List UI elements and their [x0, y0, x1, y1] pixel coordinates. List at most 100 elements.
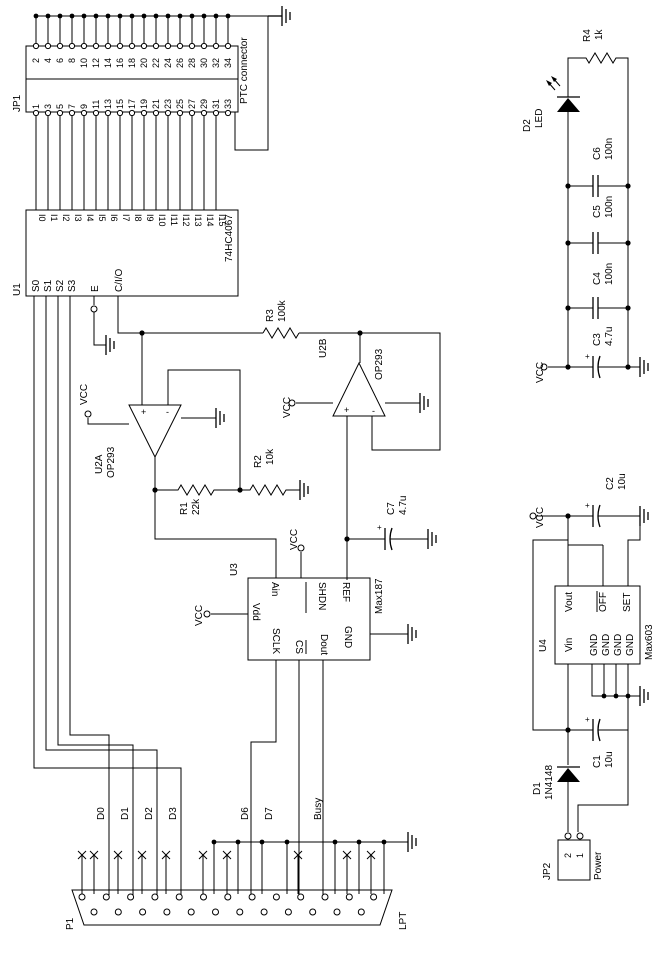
- jp1-pin-label-odd: 15: [115, 99, 125, 109]
- jp1-pin-odd: [92, 109, 100, 117]
- jp1-pin-label-even: 26: [175, 58, 185, 68]
- lpt-pin-top: [321, 893, 329, 901]
- u4-regulator: U4 Max603 Vout OFF SET Vin GND GND GND G…: [538, 585, 655, 665]
- r3-resistor: R3 100k: [262, 299, 441, 451]
- lpt-pin-bottom: [163, 908, 171, 916]
- u4-gnd-3: GND: [613, 634, 624, 656]
- jp1-ref: JP1: [12, 94, 23, 112]
- junction-dot: [613, 693, 619, 699]
- jp1-pin-odd: [164, 109, 172, 117]
- u1-input-label: I12: [181, 214, 191, 227]
- junction-dot: [284, 839, 290, 845]
- d1-value: 1N4148: [544, 765, 555, 800]
- u1-input-label: I3: [73, 214, 83, 222]
- u3-dout: Dout: [318, 634, 329, 655]
- junction-dot: [259, 839, 265, 845]
- c2-capacitor: + C2 10u: [537, 473, 640, 528]
- jp1-pin-label-odd: 29: [199, 99, 209, 109]
- net-d1: D1: [120, 807, 131, 820]
- vcc-terminal: [297, 544, 305, 552]
- c2-plus-sign: +: [585, 501, 590, 510]
- cio-wire: [117, 296, 263, 334]
- jp2-gnd-wire: [577, 730, 629, 832]
- jp1-pin-label-even: 22: [151, 58, 161, 68]
- ground-symbol: [215, 408, 225, 428]
- c6-value: 100n: [604, 138, 615, 160]
- r4-ref: R4: [582, 29, 593, 42]
- p1-lpt-connector: P1 LPT: [65, 889, 409, 930]
- c3-plus-sign: +: [585, 352, 590, 361]
- c7-capacitor: + C7 4.7u: [347, 496, 437, 551]
- lpt-pin-bottom: [309, 908, 317, 916]
- c4-ref: C4: [592, 272, 603, 285]
- lpt-pin-bottom: [90, 908, 98, 916]
- select-wires: [33, 296, 182, 895]
- jp1-name: PTC connector: [239, 37, 250, 104]
- lpt-pin-top: [272, 893, 280, 901]
- jp2-pin1: 1: [575, 853, 585, 858]
- jp1-pin-even: [128, 42, 136, 50]
- r1-ref: R1: [179, 502, 190, 515]
- jp1-pin-odd: [200, 109, 208, 117]
- u4-gnd-wires: [591, 664, 640, 697]
- c2-ref: C2: [605, 477, 616, 490]
- jp2-ref: JP2: [542, 862, 553, 880]
- c3-value: 4.7u: [604, 327, 615, 346]
- jp1-pin-label-even: 6: [55, 58, 65, 63]
- u1-enable-wire: [90, 296, 115, 355]
- lpt-pin-top: [78, 893, 86, 901]
- vcc-terminal: [203, 610, 211, 618]
- jp1-pin-even: [212, 42, 220, 50]
- c4-value: 100n: [604, 263, 615, 285]
- junction-dot: [625, 183, 631, 189]
- u3-ain: Ain: [269, 582, 280, 596]
- u3-cs: CS: [293, 640, 304, 654]
- c6-ref: C6: [592, 147, 603, 160]
- u3-shdn: SHDN: [316, 582, 327, 610]
- u4-set: SET: [622, 593, 633, 612]
- c1-ref: C1: [592, 755, 603, 768]
- r3-value: 100k: [277, 299, 288, 322]
- jp1-pin-odd: [140, 109, 148, 117]
- lpt-pin-top: [345, 893, 353, 901]
- lpt-pin-bottom: [139, 908, 147, 916]
- jp1-pin-odd: [104, 109, 112, 117]
- u1-ref: U1: [12, 283, 23, 296]
- ground-symbol: [407, 832, 417, 852]
- ain-wire: [154, 490, 277, 578]
- lpt-pin-top: [224, 893, 232, 901]
- p1-ref: P1: [65, 917, 76, 930]
- c1-plus-sign: +: [585, 715, 590, 724]
- junction-dot: [332, 839, 338, 845]
- ground-symbol: [639, 506, 649, 526]
- u3-shdn-vcc: VCC: [289, 529, 300, 550]
- u1-input-label: I9: [145, 214, 155, 222]
- d2-led: D2 LED: [522, 67, 580, 367]
- u2a-plus-sign: +: [141, 407, 146, 417]
- lpt-pin-bottom: [260, 908, 268, 916]
- jp1-pin-label-even: 30: [199, 58, 209, 68]
- lpt-pin-bottom: [357, 908, 365, 916]
- jp1-pin-even: [116, 42, 124, 50]
- jp1-pin-odd: [32, 109, 40, 117]
- jp1-pin-label-odd: 33: [223, 99, 233, 109]
- jp1-pin-label-odd: 21: [151, 99, 161, 109]
- u1-input-label: I11: [169, 214, 179, 226]
- ground-symbol: [268, 6, 291, 26]
- jp1-pin-even: [44, 42, 52, 50]
- jp1-pin-label-even: 32: [211, 58, 221, 68]
- jp1-pin-even: [140, 42, 148, 50]
- jp1-pin-label-odd: 7: [67, 104, 77, 109]
- r1-resistor: R1 22k: [155, 484, 240, 515]
- ground-symbol: [419, 393, 429, 413]
- u3-name: Max187: [374, 578, 385, 614]
- jp1-pin-label-even: 28: [187, 58, 197, 68]
- lpt-pin-top: [248, 893, 256, 901]
- u1-input-label: I1: [49, 214, 59, 222]
- ground-symbol: [407, 624, 417, 644]
- svg-text:-: -: [166, 407, 169, 417]
- u2b-plus-sign: +: [344, 405, 349, 415]
